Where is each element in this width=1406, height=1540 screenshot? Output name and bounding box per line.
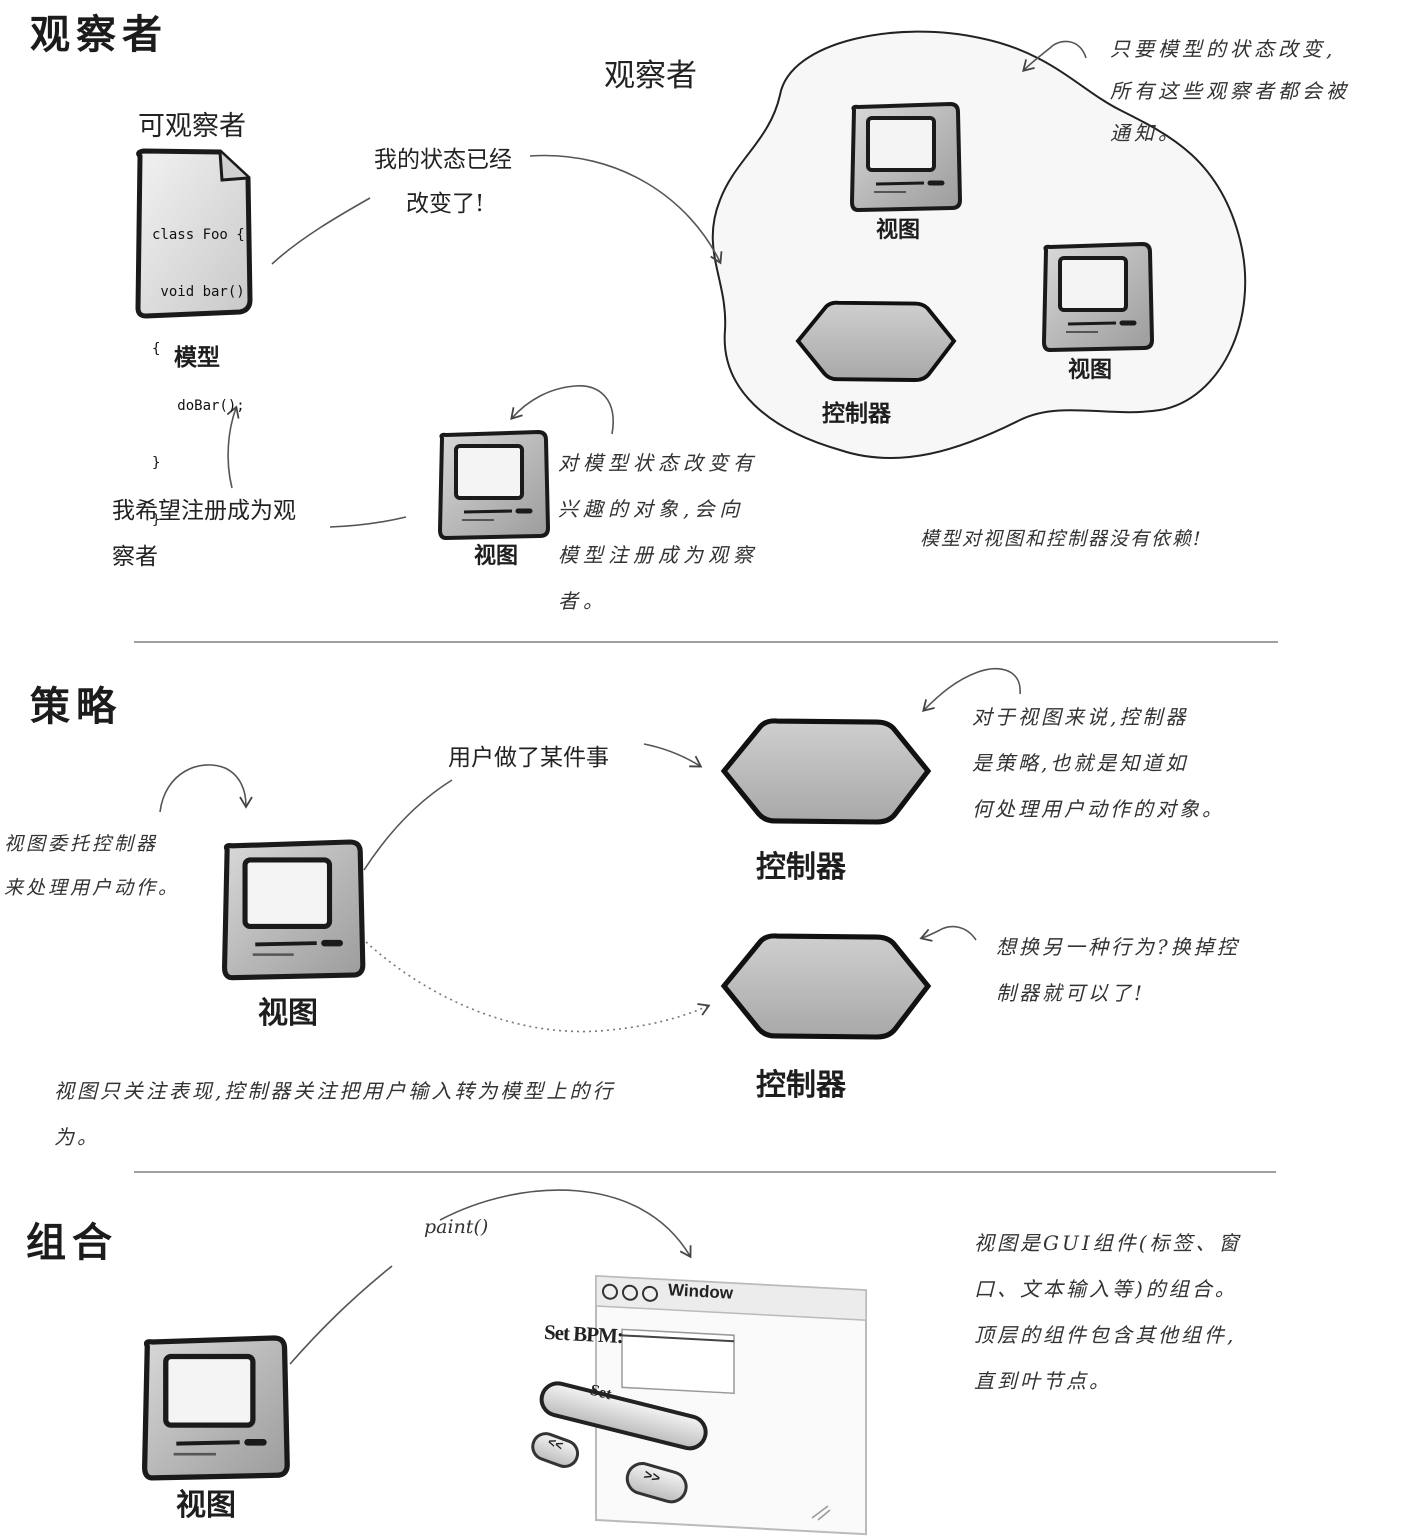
note-notified: 只要模型的状态改变, 所有这些观察者都会被 通知。 (1110, 37, 1350, 145)
register-view-icon (440, 432, 548, 538)
model-code: class Foo { void bar() { doBar(); } } (152, 227, 245, 528)
composite-section-title: 组合 (26, 1220, 118, 1266)
model-label: 模型 (174, 345, 220, 371)
cloud-view-icon-2 (1044, 244, 1152, 350)
note-strategy: 对于视图来说,控制器 是策略,也就是知道如 何处理用户动作的对象。 (972, 705, 1225, 821)
composite-view-icon (145, 1338, 288, 1478)
user-action-text: 用户做了某件事 (448, 745, 609, 771)
strategy-section-title: 策略 (30, 684, 122, 730)
strategy-controller-icon-2 (724, 936, 928, 1037)
note-no-dependency: 模型对视图和控制器没有依赖! (920, 528, 1203, 550)
cloud-controller-label: 控制器 (822, 401, 891, 427)
register-wish-text: 我希望注册成为观 察者 (112, 498, 296, 570)
note-focus: 视图只关注表现,控制器关注把用户输入转为模型上的行 为。 (54, 1079, 616, 1149)
model-document-icon (135, 148, 253, 319)
strategy-controller-label-1: 控制器 (756, 850, 846, 885)
cloud-controller-icon (796, 300, 956, 382)
state-changed-text: 我的状态已经 改变了! (374, 147, 512, 217)
cloud-view-icon-1 (852, 104, 960, 210)
note-swap: 想换另一种行为?换掉控 制器就可以了! (996, 935, 1240, 1005)
strategy-controller-icon-1 (724, 721, 928, 822)
note-delegate: 视图委托控制器 来处理用户动作。 (4, 833, 181, 899)
set-button (539, 1381, 708, 1451)
prev-button (531, 1432, 580, 1469)
paint-label: paint() (424, 1216, 489, 1238)
window-title: Window (667, 1280, 734, 1303)
register-view-label: 视图 (474, 544, 519, 569)
note-composite: 视图是GUI组件(标签、窗 口、文本输入等)的组合。 顶层的组件包含其他组件, … (974, 1231, 1242, 1393)
next-button (625, 1462, 688, 1504)
observable-label: 可观察者 (138, 111, 246, 142)
cloud-view-label-2: 视图 (1068, 358, 1113, 383)
composite-view-label: 视图 (176, 1488, 236, 1523)
observer-cloud-label: 观察者 (604, 58, 697, 94)
strategy-view-icon (225, 842, 363, 978)
set-bpm-label: Set BPM: (543, 1319, 624, 1349)
observer-section-title: 观察者 (30, 12, 168, 58)
strategy-view-label: 视图 (258, 996, 318, 1031)
note-interested: 对模型状态改变有 兴趣的对象,会向 模型注册成为观察 者。 (558, 451, 758, 613)
cloud-view-label-1: 视图 (876, 218, 921, 243)
strategy-controller-label-2: 控制器 (756, 1068, 846, 1103)
